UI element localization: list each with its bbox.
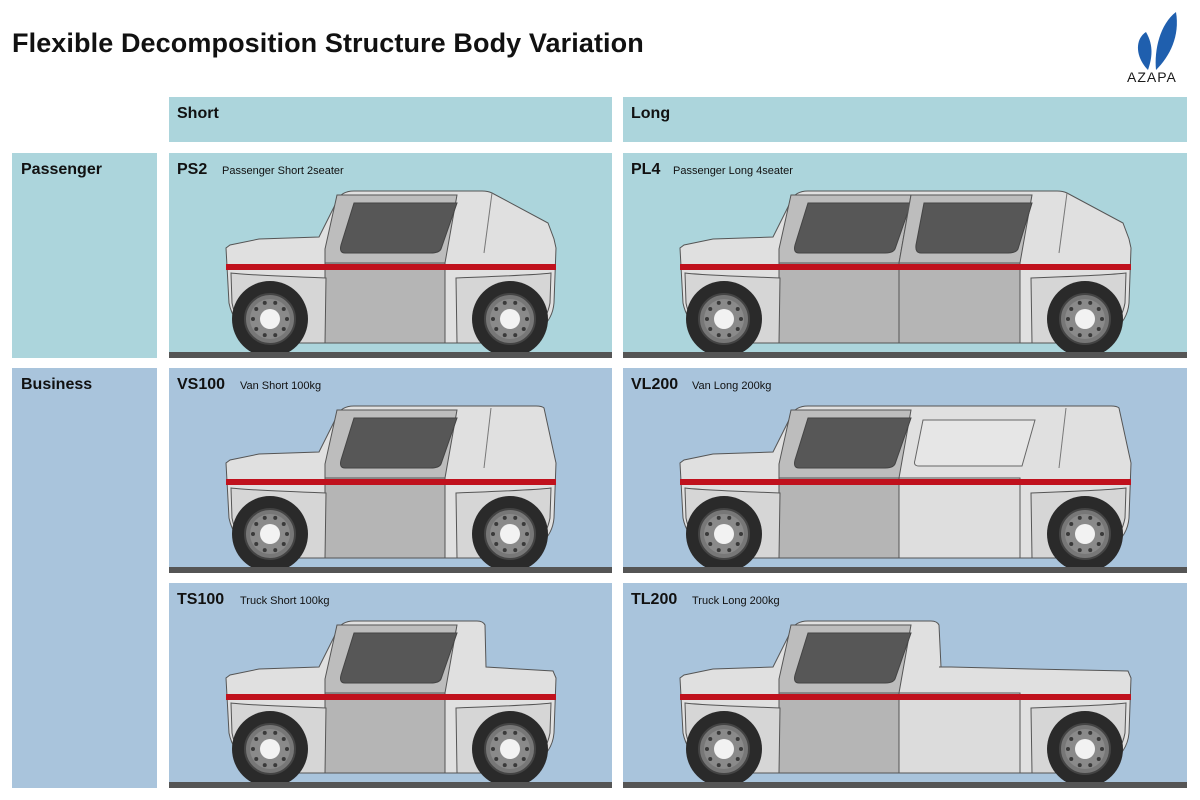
row-label-text: Business <box>21 376 93 393</box>
page-title: Flexible Decomposition Structure Body Va… <box>12 28 644 58</box>
variant-description: Truck Long 200kg <box>692 595 780 607</box>
ground-line <box>623 567 1187 573</box>
ground-line <box>169 352 612 358</box>
beltline-stripe <box>680 694 1131 700</box>
variant-code: VL200 <box>631 376 679 393</box>
variant-code: PL4 <box>631 161 661 178</box>
beltline-stripe <box>226 264 556 270</box>
window <box>340 632 458 684</box>
logo-text: AZAPA <box>1127 69 1177 85</box>
vehicle-illustration <box>225 405 557 572</box>
variant-cell-ps2: PS2 Passenger Short 2seater <box>169 153 612 358</box>
variant-description: Passenger Short 2seater <box>222 165 344 177</box>
beltline-stripe <box>226 694 556 700</box>
variant-description: Van Long 200kg <box>692 380 772 392</box>
center-module <box>778 262 900 344</box>
vehicle-illustration <box>679 405 1132 572</box>
window <box>340 202 458 254</box>
ground-line <box>169 782 612 788</box>
variant-cell-vs100: VS100 Van Short 100kg <box>169 368 612 573</box>
middle-module <box>898 262 1021 344</box>
variant-description: Van Short 100kg <box>240 380 322 392</box>
middle-module <box>898 477 1021 559</box>
beltline-stripe <box>680 264 1131 270</box>
ground-line <box>623 782 1187 788</box>
variant-cell-vl200: VL200 Van Long 200kg <box>623 368 1187 573</box>
window <box>794 202 912 254</box>
center-module <box>778 477 900 559</box>
cargo-panel <box>914 419 1036 467</box>
variant-cell-tl200: TL200 Truck Long 200kg <box>623 583 1187 788</box>
variant-code: TL200 <box>631 591 678 608</box>
window <box>915 202 1033 254</box>
center-module <box>324 477 446 559</box>
vehicle-illustration <box>679 620 1132 787</box>
column-header-long: Long <box>623 97 1187 142</box>
variant-cell-ts100: TS100 Truck Short 100kg <box>169 583 612 788</box>
variant-description: Truck Short 100kg <box>240 595 330 607</box>
variant-code: PS2 <box>177 161 208 178</box>
row-label-text: Passenger <box>21 161 102 178</box>
vehicle-illustration <box>225 620 557 787</box>
column-header-label: Long <box>631 105 671 122</box>
row-label-passenger: Passenger <box>12 153 157 358</box>
variant-description: Passenger Long 4seater <box>673 165 793 177</box>
column-header-label: Short <box>177 105 219 122</box>
vehicle-illustration <box>679 190 1132 357</box>
column-header-short: Short <box>169 97 612 142</box>
ground-line <box>169 567 612 573</box>
vehicle-illustration <box>225 190 557 357</box>
beltline-stripe <box>680 479 1131 485</box>
window <box>794 417 912 469</box>
ground-line <box>623 352 1187 358</box>
center-module <box>324 262 446 344</box>
center-module <box>324 692 446 774</box>
window <box>340 417 458 469</box>
middle-module <box>898 692 1021 774</box>
row-label-business: Business <box>12 368 157 788</box>
window <box>794 632 912 684</box>
variant-code: TS100 <box>177 591 225 608</box>
beltline-stripe <box>226 479 556 485</box>
variant-code: VS100 <box>177 376 226 393</box>
variant-cell-pl4: PL4 Passenger Long 4seater <box>623 153 1187 358</box>
center-module <box>778 692 900 774</box>
leaf-logo-icon <box>1137 12 1177 70</box>
